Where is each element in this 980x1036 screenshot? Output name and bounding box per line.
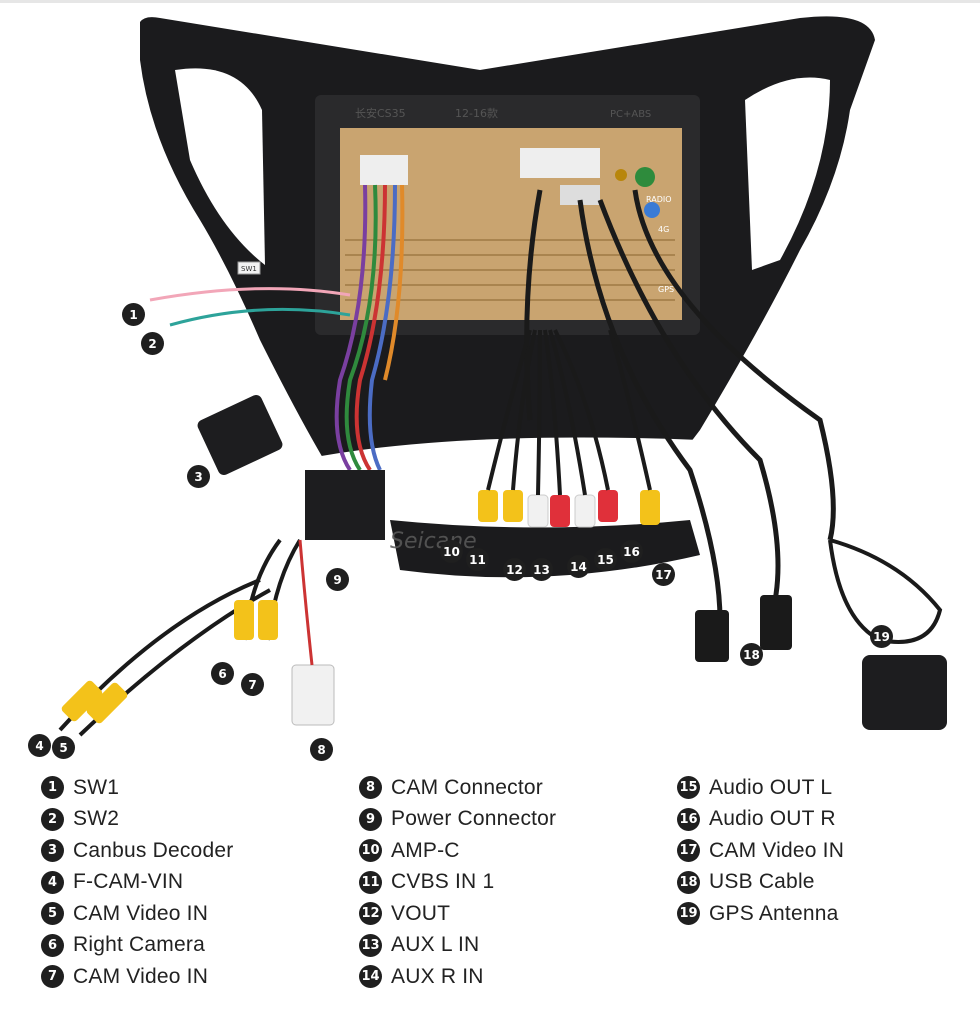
callout-8: 8	[310, 738, 333, 761]
legend-label: CAM Video IN	[73, 964, 209, 988]
callout-12: 12	[503, 558, 526, 581]
legend-label: Audio OUT L	[709, 775, 833, 799]
callout-19: 19	[870, 625, 893, 648]
legend-item: 16 Audio OUT R	[677, 804, 844, 836]
legend-column-3: 15 Audio OUT L 16 Audio OUT R 17 CAM Video …	[677, 772, 844, 930]
legend-item: 11 CVBS IN 1	[359, 867, 556, 899]
legend-label: AMP-C	[391, 838, 460, 862]
legend-item: 13 AUX L IN	[359, 930, 556, 962]
legend-number: 9	[359, 807, 382, 831]
legend-number: 1	[41, 776, 64, 800]
legend-number: 5	[41, 902, 64, 926]
legend-item: 3 Canbus Decoder	[41, 835, 233, 867]
legend-number: 13	[359, 933, 382, 957]
legend-label: AUX L IN	[391, 933, 480, 957]
panel-model-text: 长安CS35	[355, 106, 406, 120]
gps-port-label: GPS	[658, 285, 674, 294]
product-photo: 长安CS35 12-16款 PC+ABS RADIO 4G GPS SW1	[58, 16, 947, 737]
callout-14: 14	[567, 555, 590, 578]
legend-item: 1 SW1	[41, 772, 233, 804]
legend-label: USB Cable	[709, 870, 815, 894]
top-divider	[0, 0, 980, 3]
callout-7: 7	[241, 673, 264, 696]
callout-17: 17	[652, 563, 675, 586]
legend-label: SW2	[73, 807, 120, 831]
legend-item: 15 Audio OUT L	[677, 772, 844, 804]
legend-label: AUX R IN	[391, 964, 484, 988]
legend-number: 6	[41, 933, 64, 957]
legend-item: 6 Right Camera	[41, 930, 233, 962]
legend-item: 17 CAM Video IN	[677, 835, 844, 867]
callout-6: 6	[211, 662, 234, 685]
callout-11: 11	[466, 548, 489, 571]
callout-3: 3	[187, 465, 210, 488]
legend-number: 3	[41, 839, 64, 863]
callout-9: 9	[326, 568, 349, 591]
panel-material-text: PC+ABS	[610, 109, 651, 120]
legend-label: CAM Video IN	[709, 838, 845, 862]
legend-number: 17	[677, 839, 700, 863]
legend-number: 15	[677, 776, 700, 800]
callout-1: 1	[122, 303, 145, 326]
sw1-tag-text: SW1	[241, 265, 257, 273]
legend-label: Canbus Decoder	[73, 838, 234, 862]
legend-label: Audio OUT R	[709, 807, 836, 831]
legend-label: Right Camera	[73, 933, 205, 957]
legend-number: 12	[359, 902, 382, 926]
legend-label: SW1	[73, 775, 120, 799]
callout-15: 15	[594, 548, 617, 571]
callout-16: 16	[620, 540, 643, 563]
legend-item: 8 CAM Connector	[359, 772, 556, 804]
legend-number: 11	[359, 870, 382, 894]
legend-number: 2	[41, 807, 64, 831]
callout-5: 5	[52, 736, 75, 759]
legend-label: CAM Connector	[391, 775, 543, 799]
legend-item: 2 SW2	[41, 804, 233, 836]
legend-item: 19 GPS Antenna	[677, 898, 844, 930]
legend-label: F-CAM-VIN	[73, 870, 184, 894]
callout-2: 2	[141, 332, 164, 355]
legend-label: CAM Video IN	[73, 901, 209, 925]
legend-item: 18 USB Cable	[677, 867, 844, 899]
legend-number: 10	[359, 839, 382, 863]
legend-label: Power Connector	[391, 807, 557, 831]
panel-years-text: 12-16款	[455, 106, 498, 120]
legend-item: 5 CAM Video IN	[41, 898, 233, 930]
callout-18: 18	[740, 643, 763, 666]
legend-item: 10 AMP-C	[359, 835, 556, 867]
callout-13: 13	[530, 558, 553, 581]
legend-label: CVBS IN 1	[391, 870, 495, 894]
legend-number: 4	[41, 870, 64, 894]
callout-4: 4	[28, 734, 51, 757]
legend-number: 7	[41, 965, 64, 989]
legend-item: 4 F-CAM-VIN	[41, 867, 233, 899]
watermark-text: Seicane	[390, 529, 477, 554]
legend-number: 18	[677, 870, 700, 894]
legend-item: 9 Power Connector	[359, 804, 556, 836]
legend-number: 8	[359, 776, 382, 800]
radio-port-label: RADIO	[646, 195, 672, 204]
legend-item: 14 AUX R IN	[359, 961, 556, 993]
legend-number: 19	[677, 902, 700, 926]
legend-number: 16	[677, 807, 700, 831]
callout-10: 10	[440, 540, 463, 563]
legend-number: 14	[359, 965, 382, 989]
legend-label: GPS Antenna	[709, 901, 839, 925]
legend-item: 12 VOUT	[359, 898, 556, 930]
legend-label: VOUT	[391, 901, 451, 925]
legend-item: 7 CAM Video IN	[41, 961, 233, 993]
fourg-port-label: 4G	[658, 225, 669, 234]
